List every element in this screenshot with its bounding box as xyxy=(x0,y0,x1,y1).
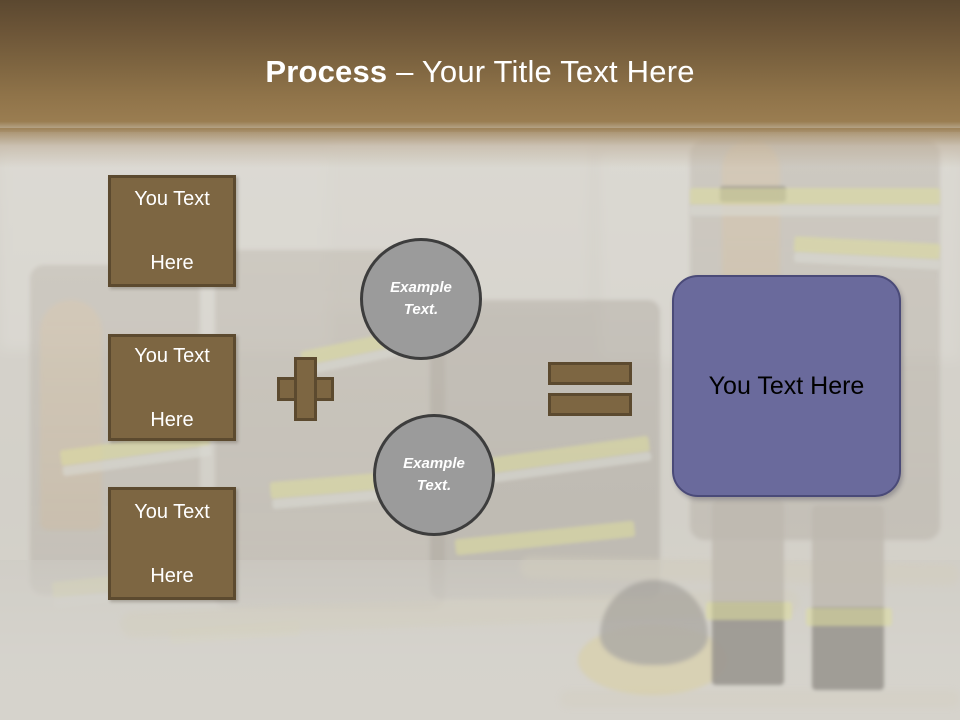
header-band xyxy=(0,0,960,132)
input-box-1-line1: You Text xyxy=(134,188,210,210)
example-circle-1-line1: Example xyxy=(390,279,452,296)
result-box-label: You Text Here xyxy=(708,371,865,400)
input-box-2-line1: You Text xyxy=(134,344,210,367)
plus-icon xyxy=(277,357,334,421)
page-title: Process – Your Title Text Here xyxy=(0,52,960,92)
input-box-1-line2: Here xyxy=(150,252,194,274)
input-box-2-text: You Text Here xyxy=(122,340,222,436)
input-box-2-line2: Here xyxy=(150,408,194,431)
example-circle-1-line2: Text. xyxy=(403,301,439,318)
input-box-3-line1: You Text xyxy=(134,500,210,523)
title-strong: Process xyxy=(265,54,388,89)
plus-center-fill xyxy=(297,380,314,398)
equals-bottom-bar xyxy=(548,393,632,416)
input-box-2[interactable]: You Text Here xyxy=(108,334,236,441)
equals-icon xyxy=(548,362,632,416)
input-box-3-line2: Here xyxy=(150,564,194,587)
input-box-3-text: You Text Here xyxy=(122,496,222,592)
title-rest: – Your Title Text Here xyxy=(387,54,695,89)
example-circle-2[interactable]: Example Text. xyxy=(373,414,495,536)
input-box-1[interactable]: You Text Here xyxy=(108,175,236,287)
input-box-1-text: You Text Here xyxy=(122,183,222,279)
header-fade xyxy=(0,128,960,168)
example-circle-2-line1: Example xyxy=(403,455,465,472)
example-circle-1-text: Example Text. xyxy=(390,277,452,321)
input-box-3[interactable]: You Text Here xyxy=(108,487,236,600)
equals-top-bar xyxy=(548,362,632,385)
example-circle-2-text: Example Text. xyxy=(403,453,465,497)
result-box[interactable]: You Text Here xyxy=(672,275,901,497)
example-circle-1[interactable]: Example Text. xyxy=(360,238,482,360)
example-circle-2-line2: Text. xyxy=(416,477,452,494)
